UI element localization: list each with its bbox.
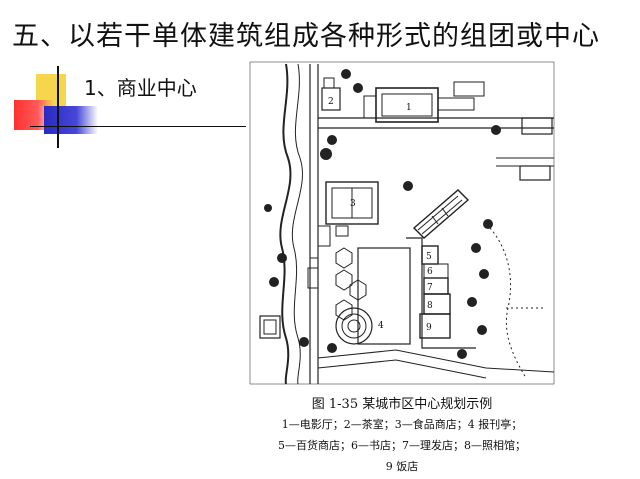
section-subtitle: 1、商业中心 (84, 76, 197, 100)
plan-label: 5 (426, 252, 432, 262)
plan-label: 6 (427, 267, 433, 277)
plan-label: 8 (427, 301, 433, 311)
plan-label: 9 (426, 323, 432, 333)
decorative-horizontal-line (30, 126, 246, 127)
plan-label: 1 (406, 103, 412, 113)
plan-labels: 1 2 3 4 5 6 7 8 9 (328, 97, 433, 333)
plan-label: 2 (328, 97, 334, 107)
figure-caption: 图 1-35 某城市区中心规划示例 (311, 397, 493, 412)
site-plan-drawing (249, 61, 555, 385)
decorative-vertical-line (57, 66, 59, 148)
slide-title: 五、以若干单体建筑组成各种形式的组团或中心 (12, 21, 600, 52)
plan-label: 3 (350, 199, 356, 209)
legend-line: 5—百货商店；6—书店；7—理发店；8—照相馆； (278, 439, 526, 452)
legend-line: 9 饭店 (385, 460, 419, 473)
legend-line: 1—电影厅；2—茶室；3—食品商店；4 报刊亭； (281, 418, 523, 431)
plan-label: 4 (378, 321, 384, 331)
decorative-blue-block (44, 106, 98, 134)
plan-label: 7 (427, 283, 433, 293)
